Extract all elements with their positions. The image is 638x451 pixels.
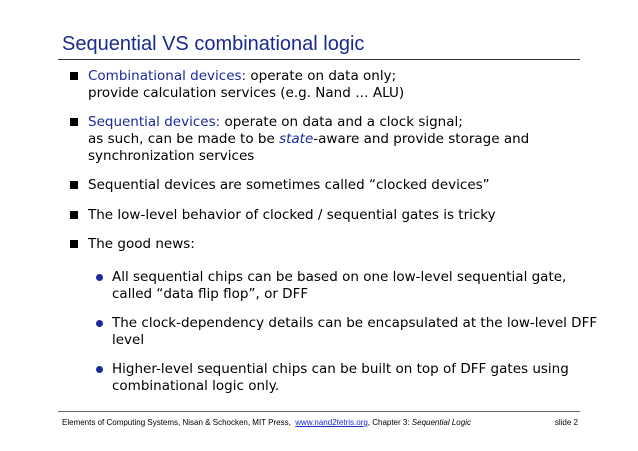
- slide-title: Sequential VS combinational logic: [62, 33, 365, 55]
- bullet-text-line3: synchronization services: [88, 148, 255, 164]
- slide-number: slide 2: [554, 418, 578, 427]
- bullet-low-level-behavior: The low-level behavior of clocked / sequ…: [70, 207, 496, 224]
- bullet-text: Combinational devices: operate on data o…: [88, 68, 404, 85]
- bullet-line2-emphasis: state: [279, 131, 314, 147]
- bullet-text: The low-level behavior of clocked / sequ…: [88, 207, 496, 223]
- bullet-combinational-devices: Combinational devices: operate on data o…: [70, 68, 404, 102]
- round-bullet-icon: [96, 366, 103, 373]
- footer-link[interactable]: www.nand2tetris.org: [295, 418, 368, 427]
- subbullet-clock-encapsulation: The clock-dependency details can be enca…: [96, 315, 597, 349]
- bullet-text-line2: provide calculation services (e.g. Nand …: [88, 85, 405, 101]
- footer-credit: Elements of Computing Systems, Nisan & S…: [62, 418, 291, 427]
- round-bullet-icon: [96, 320, 103, 327]
- round-bullet-icon: [96, 274, 103, 281]
- square-bullet-icon: [70, 181, 78, 189]
- footer-chapter-prefix: , Chapter 3:: [367, 418, 412, 427]
- bullet-sequential-devices: Sequential devices: operate on data and …: [70, 114, 529, 165]
- subbullet-text-line2: level: [112, 332, 145, 348]
- subbullet-text-line2: called “data flip flop”, or DFF: [112, 286, 309, 302]
- square-bullet-icon: [70, 118, 78, 126]
- bullet-line2-pre: as such, can be made to be: [88, 131, 280, 147]
- bullet-line2-post: -aware and provide storage and: [313, 131, 530, 147]
- subbullet-text: Higher-level sequential chips can be bui…: [112, 361, 569, 377]
- title-divider: [58, 59, 580, 60]
- bullet-text-line2: as such, can be made to be state-aware a…: [88, 131, 529, 148]
- bullet-lead: Combinational devices:: [88, 68, 247, 84]
- square-bullet-icon: [70, 211, 78, 219]
- footer-divider: [58, 411, 580, 412]
- subbullet-text: All sequential chips can be based on one…: [112, 269, 567, 285]
- bullet-rest: operate on data only;: [246, 68, 397, 84]
- bullet-good-news: The good news:: [70, 236, 195, 253]
- square-bullet-icon: [70, 240, 78, 248]
- slide-footer: Elements of Computing Systems, Nisan & S…: [62, 418, 578, 427]
- subbullet-text-line2: combinational logic only.: [112, 378, 280, 394]
- bullet-lead: Sequential devices:: [88, 114, 221, 130]
- subbullet-text: The clock-dependency details can be enca…: [112, 315, 598, 331]
- bullet-clocked-devices: Sequential devices are sometimes called …: [70, 177, 490, 194]
- subbullet-dff-basis: All sequential chips can be based on one…: [96, 269, 566, 303]
- bullet-text: The good news:: [88, 236, 195, 252]
- bullet-rest: operate on data and a clock signal;: [220, 114, 463, 130]
- bullet-text: Sequential devices are sometimes called …: [88, 177, 490, 193]
- bullet-text: Sequential devices: operate on data and …: [88, 114, 529, 131]
- footer-chapter-title: Sequential Logic: [411, 418, 471, 427]
- subbullet-higher-level-chips: Higher-level sequential chips can be bui…: [96, 361, 569, 395]
- square-bullet-icon: [70, 72, 78, 80]
